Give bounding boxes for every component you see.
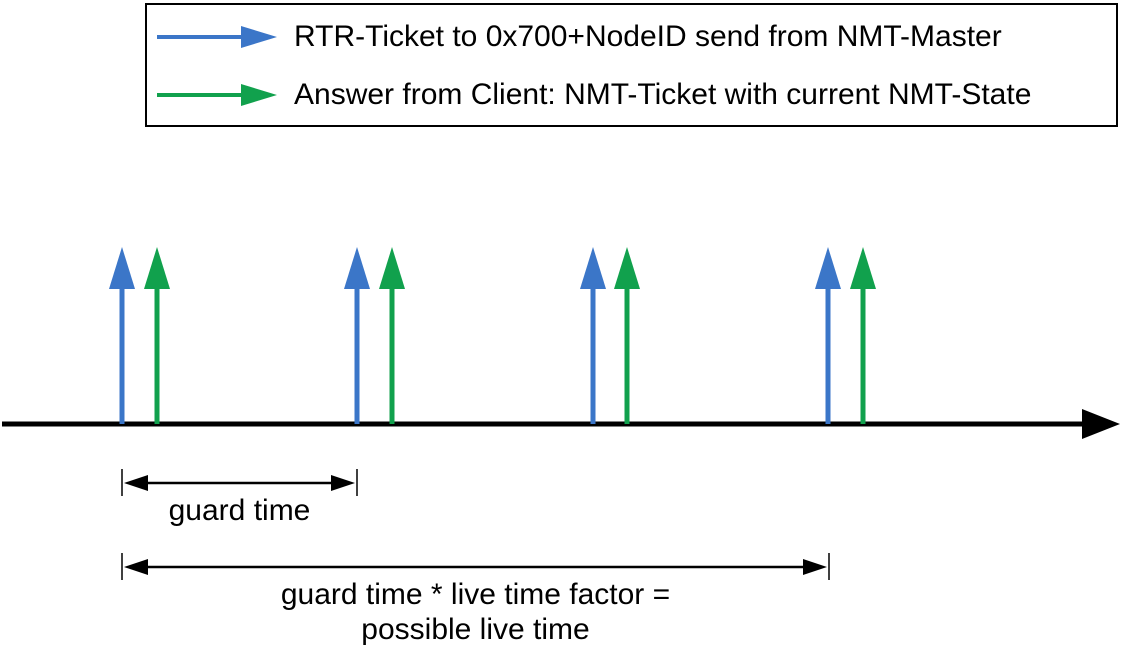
legend-item-answer: Answer from Client: NMT-Ticket with curr… xyxy=(157,75,1031,115)
rtr-event-arrow-head xyxy=(815,247,841,289)
rtr-event-arrow-head xyxy=(344,247,370,289)
possible-live-time-label: guard time * live time factor = possible… xyxy=(122,577,829,647)
possible-live-time-span-head-left xyxy=(124,559,148,575)
rtr-event-arrow-head xyxy=(109,247,135,289)
rtr-event-arrow-head xyxy=(580,247,606,289)
answer-arrow-icon xyxy=(157,84,277,106)
answer-event-arrow-head xyxy=(379,247,405,289)
answer-event-arrow-head xyxy=(144,247,170,289)
legend-box: RTR-Ticket to 0x700+NodeID send from NMT… xyxy=(145,3,1118,127)
answer-event-arrow-head xyxy=(850,247,876,289)
timeline-arrowhead xyxy=(1082,409,1120,439)
legend-label-answer: Answer from Client: NMT-Ticket with curr… xyxy=(294,78,1032,111)
guard-time-span-head-left xyxy=(124,475,148,491)
legend-item-rtr: RTR-Ticket to 0x700+NodeID send from NMT… xyxy=(157,17,1002,57)
possible-live-time-label-line1: guard time * live time factor = xyxy=(280,578,671,611)
legend-label-rtr: RTR-Ticket to 0x700+NodeID send from NMT… xyxy=(294,20,1002,53)
possible-live-time-span-head-right xyxy=(803,559,827,575)
answer-event-arrow-head xyxy=(614,247,640,289)
guard-time-span-head-right xyxy=(331,475,355,491)
guard-time-label: guard time xyxy=(168,494,311,527)
possible-live-time-label-line2: possible live time xyxy=(361,613,590,646)
rtr-arrow-icon xyxy=(157,26,277,48)
